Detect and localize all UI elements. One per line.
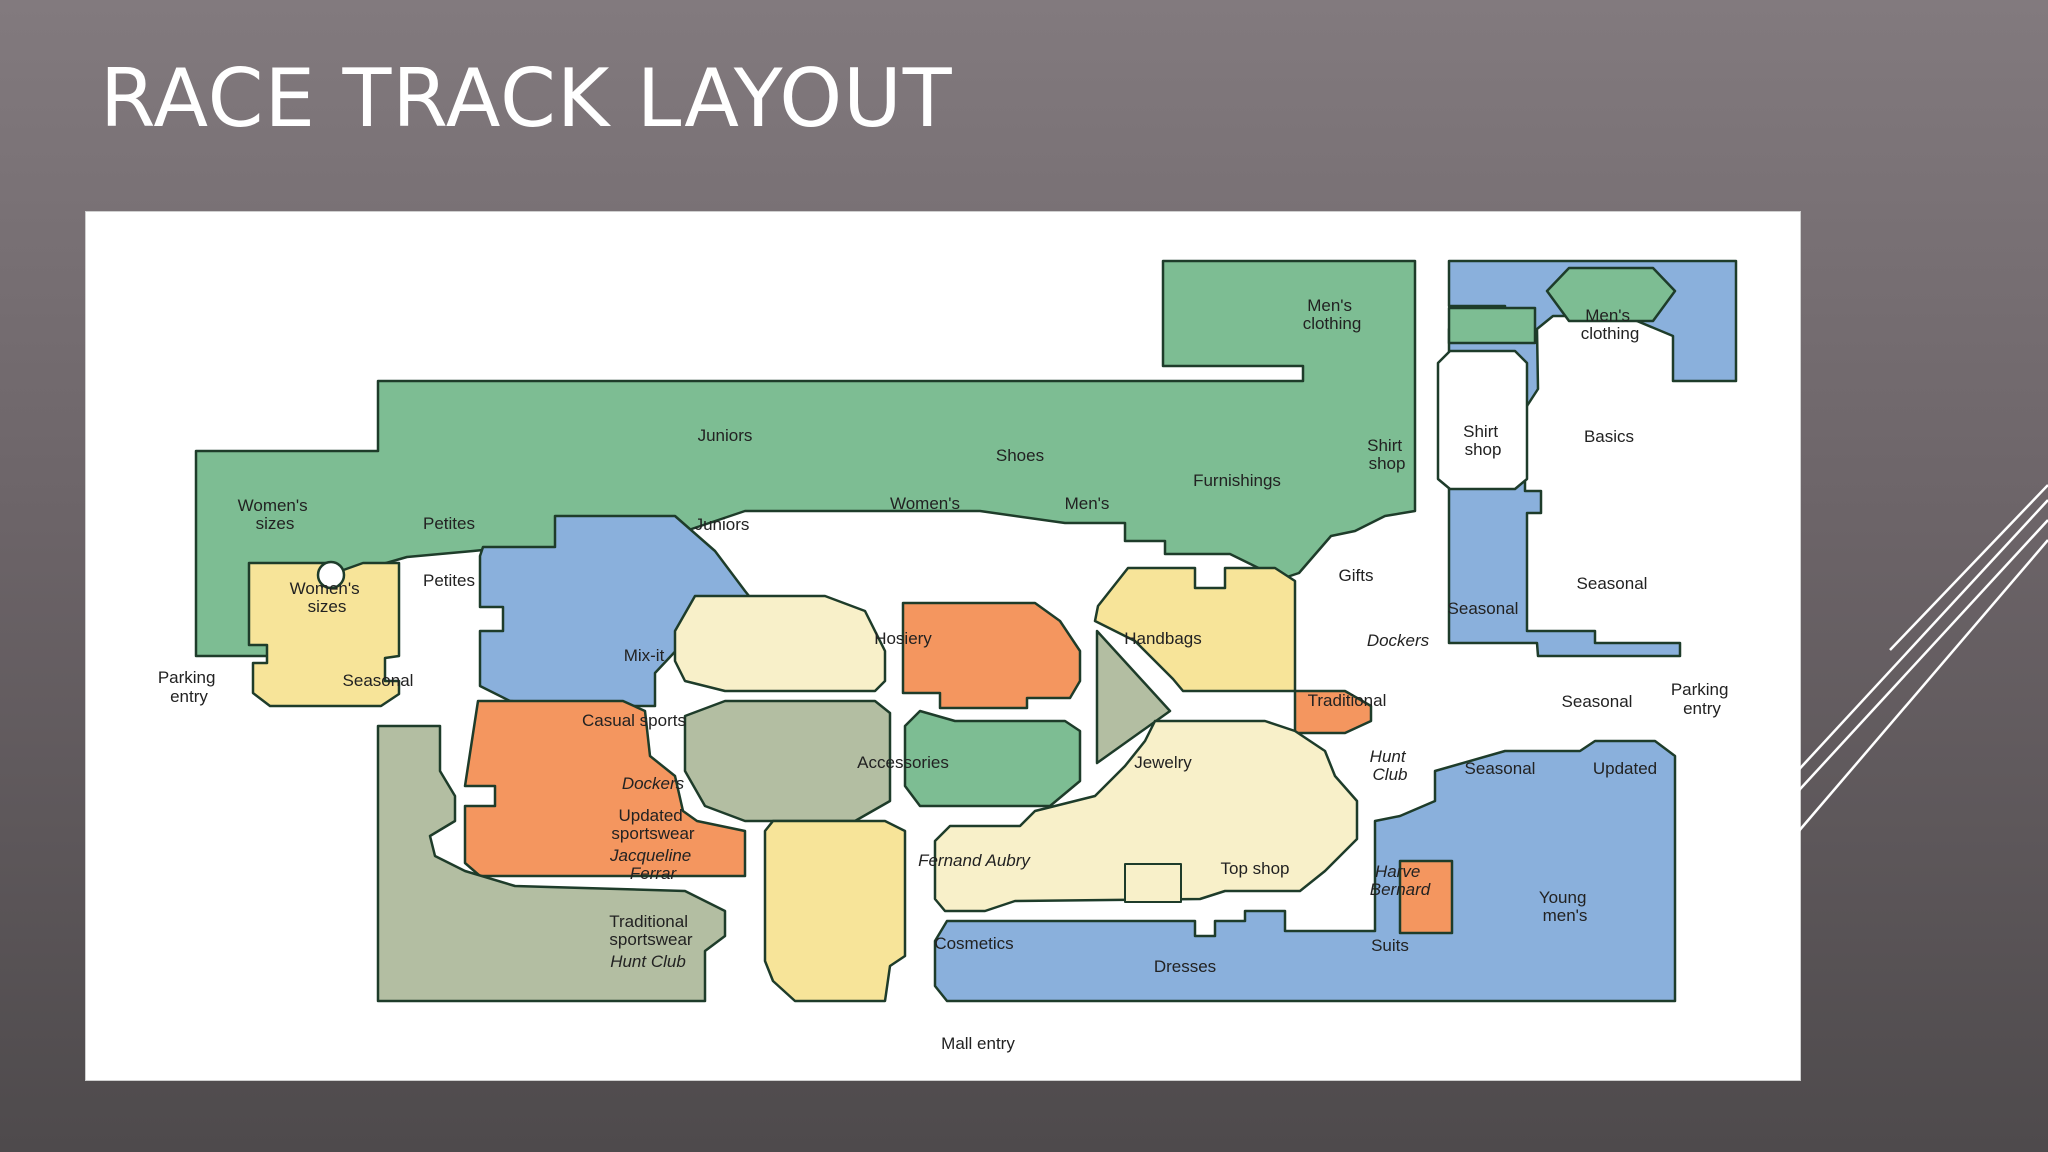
area-casual-sports <box>463 699 747 878</box>
label-seasonal-blue: Seasonal <box>1577 574 1648 593</box>
label-shirt-shop-right: Shirt shop <box>1463 422 1503 459</box>
label-updated: Updated <box>1593 759 1657 778</box>
area-young-mens <box>1398 859 1454 935</box>
label-basics: Basics <box>1584 427 1634 446</box>
label-hunt-club-sage: Hunt Club <box>610 952 686 971</box>
area-jewelry <box>903 709 1082 808</box>
label-mall-entry: Mall entry <box>941 1034 1015 1053</box>
label-young-mens: Young men's <box>1539 888 1591 925</box>
label-traditional-sportswear: Traditional sportswear <box>609 912 693 949</box>
label-mens-clothing-right: Men's clothing <box>1581 306 1640 343</box>
label-mens: Men's <box>1065 494 1110 513</box>
label-shoes: Shoes <box>996 446 1044 465</box>
area-cosmetics <box>763 819 907 1003</box>
label-seasonal-orange: Seasonal <box>1562 692 1633 711</box>
label-cosmetics: Cosmetics <box>934 934 1013 953</box>
label-right-parking-entry: Parking entry <box>1671 680 1733 718</box>
label-hunt-club-cream: Hunt Club <box>1370 747 1411 784</box>
area-harve-bernard <box>1124 863 1182 903</box>
label-handbags: Handbags <box>1124 629 1202 648</box>
label-suits: Suits <box>1371 936 1409 955</box>
slide-title: RACE TRACK LAYOUT <box>100 52 953 145</box>
label-harve-bernard: Harve Bernard <box>1370 862 1431 899</box>
label-petites-yellow: Petites <box>423 571 475 590</box>
area-bottom-blue <box>933 739 1677 1003</box>
label-dockers-gifts: Dockers <box>1367 631 1430 650</box>
label-juniors-top: Juniors <box>698 426 753 445</box>
label-mens-clothing-top: Men's clothing <box>1303 296 1362 333</box>
area-left-yellow <box>247 561 401 708</box>
label-left-parking-entry: Parking entry <box>158 668 220 706</box>
label-dockers-casual: Dockers <box>622 774 685 793</box>
label-seasonal-cream: Seasonal <box>1465 759 1536 778</box>
label-seasonal-gifts: Seasonal <box>1448 599 1519 618</box>
label-furnishings: Furnishings <box>1193 471 1281 490</box>
area-mens-clothing-right <box>1545 266 1677 323</box>
area-handbags <box>901 601 1082 710</box>
decorative-lines <box>1780 484 2048 833</box>
label-updated-sportswear: Updated sportswear <box>611 806 694 843</box>
area-cream-right <box>933 719 1359 913</box>
label-hosiery: Hosiery <box>874 629 932 648</box>
label-womens-sizes-top: Women's sizes <box>238 496 313 533</box>
label-fernand-aubry: Fernand Aubry <box>918 851 1031 870</box>
area-gifts-block <box>1093 566 1297 693</box>
area-shirt-shop <box>1436 349 1529 491</box>
area-hosiery <box>673 594 887 693</box>
label-jewelry: Jewelry <box>1134 753 1192 772</box>
label-womens: Women's <box>890 494 960 513</box>
floor-plan-svg: Parking entry Parking entry Mall entry M… <box>158 259 1738 1053</box>
label-gifts: Gifts <box>1339 566 1374 585</box>
label-mix-it: Mix-it <box>624 646 665 665</box>
label-jacqueline-ferrar: Jacqueline Ferrar <box>609 846 696 883</box>
store-layout-map: Parking entry Parking entry Mall entry M… <box>85 211 1801 1081</box>
label-top-shop: Top shop <box>1221 859 1290 878</box>
area-sage-block <box>376 724 727 1003</box>
label-juniors-blue: Juniors <box>695 515 750 534</box>
map-labels: Parking entry Parking entry Mall entry M… <box>158 296 1733 1053</box>
label-womens-sizes-yellow: Women's sizes <box>290 579 365 616</box>
area-small-green <box>1447 306 1537 345</box>
label-accessories: Accessories <box>857 753 949 772</box>
label-shirt-shop-green: Shirt shop <box>1367 436 1407 473</box>
area-traditional-triangle <box>1095 629 1172 765</box>
label-casual-sports: Casual sports <box>582 711 686 730</box>
label-dresses: Dresses <box>1154 957 1216 976</box>
label-traditional: Traditional <box>1308 691 1387 710</box>
label-seasonal-left: Seasonal <box>343 671 414 690</box>
area-juniors-block <box>478 514 755 708</box>
label-petites-top: Petites <box>423 514 475 533</box>
